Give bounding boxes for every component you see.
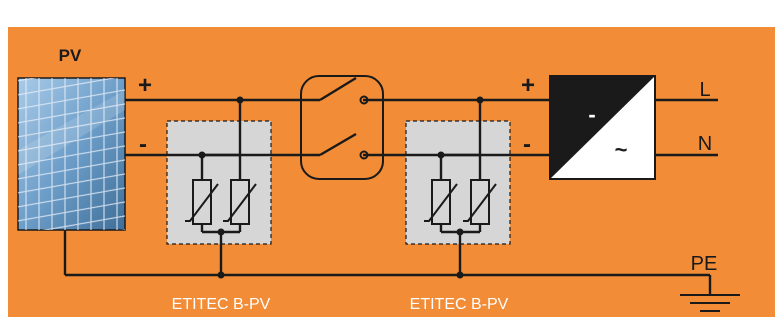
minus-label-left: -: [139, 131, 147, 158]
dc-switch-icon: [300, 75, 384, 180]
inverter-ac-label: ~: [615, 137, 628, 162]
line-label: L: [699, 79, 710, 101]
solar-panel-icon: [17, 77, 126, 231]
minus-label-right: -: [523, 131, 531, 158]
inverter-dc-label: -: [588, 102, 595, 127]
device-label-2: ETITEC B-PV: [410, 296, 509, 313]
surge-protector-box-1: [166, 120, 272, 245]
ground-icon: [680, 294, 740, 312]
plus-label-left: +: [138, 72, 152, 99]
surge-protector-box-2: [405, 120, 511, 245]
protective-earth-label: PE: [691, 253, 718, 275]
pv-label: PV: [59, 46, 82, 65]
varistor-icon: [424, 179, 497, 225]
device-label-1: ETITEC B-PV: [172, 296, 271, 313]
plus-label-right: +: [521, 72, 535, 99]
inverter-icon: [549, 75, 656, 180]
varistor-icon: [185, 179, 257, 225]
junction-dots: [198, 96, 484, 279]
neutral-label: N: [698, 133, 712, 155]
